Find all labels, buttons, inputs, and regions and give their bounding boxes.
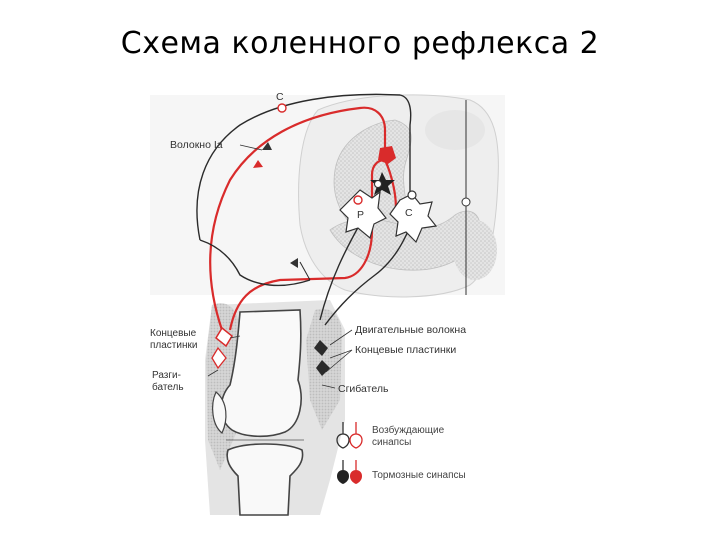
tibia-bone	[226, 443, 304, 516]
pointer-end-plates-right-a	[329, 349, 353, 359]
motor-fibers	[196, 93, 416, 326]
legend-excitatory-label-2: синапсы	[372, 437, 411, 448]
pointer-extensor	[207, 369, 219, 377]
legend-excitatory-label-1: Возбуждающие	[372, 424, 445, 436]
label-extensor-1: Разги-	[152, 370, 181, 381]
synapse-knob-1	[353, 195, 363, 205]
label-c-top: С	[276, 91, 284, 103]
arrow-motor	[290, 258, 298, 268]
legend-inhibitory-label: Тормозные синапсы	[372, 470, 466, 481]
label-neuron-p: Р	[357, 209, 364, 221]
label-motor-fibers: Двигательные волокна	[355, 324, 466, 336]
pointer-end-plates	[229, 335, 241, 339]
end-plates	[207, 144, 353, 389]
femur-bone	[220, 309, 302, 438]
label-end-plates-left-1: Концевые	[150, 328, 197, 339]
leg-section	[205, 300, 345, 516]
legend: Возбуждающие синапсы Тормозные синапсы	[336, 422, 466, 484]
neuron-c-top	[277, 103, 287, 113]
end-plate-extensor-2	[211, 346, 227, 370]
midline-node	[461, 197, 471, 207]
label-end-plates-left-2: пластинки	[150, 340, 197, 351]
end-plate-extensor	[215, 326, 233, 348]
synapse-knob-2	[407, 190, 417, 200]
dorsal-column	[425, 110, 485, 150]
pointer-motor-fibers	[329, 329, 353, 346]
arrow-ia	[253, 160, 263, 168]
synapse-knob-3	[373, 179, 383, 189]
legend-excitatory-symbols	[336, 422, 363, 449]
label-extensor-2: батель	[152, 381, 184, 393]
lateral-column	[453, 220, 497, 280]
spinal-cord-section	[298, 94, 499, 298]
slide-title: Схема коленного рефлекса 2	[120, 26, 600, 61]
pointer-end-plates-right-b	[325, 349, 353, 373]
patella-bone	[212, 391, 227, 434]
direction-arrows	[253, 142, 298, 268]
motor-neuron-c	[389, 193, 438, 244]
label-end-plates-right: Концевые пластинки	[355, 344, 456, 356]
label-flexor: Сгибатель	[338, 383, 389, 395]
legend-inhibitory-symbols	[337, 460, 362, 484]
end-plate-flexor-2	[316, 360, 330, 376]
pointer-flexor	[321, 384, 336, 389]
label-neuron-c: С	[405, 207, 413, 219]
label-fiber-ia: Волокно Ia	[170, 139, 223, 151]
interneuron-star	[370, 172, 395, 195]
end-plate-flexor	[314, 340, 328, 356]
excitatory-synapse-top	[378, 146, 396, 164]
pointer-fiber-ia	[239, 144, 263, 151]
motor-neuron-p	[339, 189, 387, 240]
neurons	[277, 103, 438, 244]
arrow-up-fiber	[262, 142, 272, 150]
